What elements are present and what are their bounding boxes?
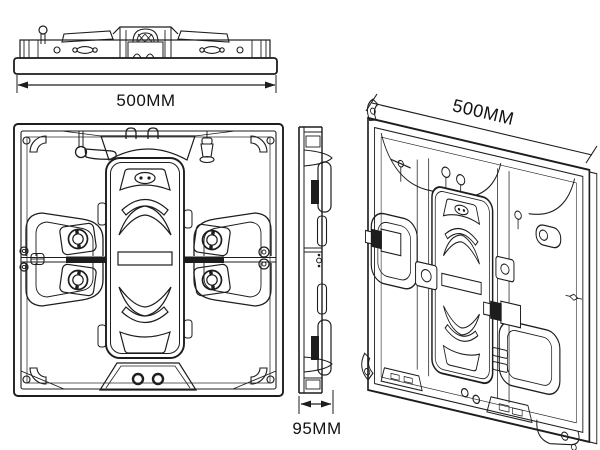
side-depth-dimension: 95MM [292, 390, 341, 438]
front-view-drawing [13, 123, 284, 397]
perspective-view-drawing: 500MM [361, 93, 598, 450]
top-view-drawing: 500MM [13, 25, 278, 110]
top-width-dimension: 500MM [16, 75, 277, 110]
side-view-drawing: 95MM [292, 126, 341, 438]
side-depth-dimension-label: 95MM [292, 419, 341, 438]
top-width-dimension-label: 500MM [116, 91, 175, 110]
